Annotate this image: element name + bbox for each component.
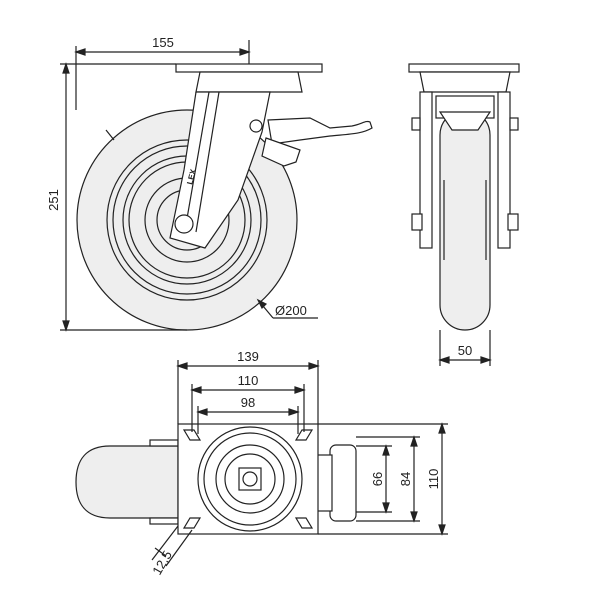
dim-hole-spacing-y-inner: 66: [370, 472, 385, 486]
front-wheel: [439, 109, 491, 331]
side-wheel-rim-outer: [106, 139, 268, 301]
side-fork: [169, 91, 271, 249]
side-top-plate: [175, 63, 323, 73]
dim-hole-spacing-short-x: 98: [241, 395, 255, 410]
top-brake-pedal: [329, 444, 357, 522]
dim-plate-width: 110: [426, 469, 441, 490]
dim-bolt-hole: 12,5: [149, 548, 175, 577]
dim-total-height: 251: [46, 189, 61, 211]
side-swivel-head: [195, 71, 303, 93]
front-fork-left: [419, 91, 433, 249]
front-view: 50: [408, 63, 520, 366]
dim-offset: 155: [152, 35, 174, 50]
dim-wheel-diameter: Ø200: [275, 303, 307, 318]
side-brake-lever: [267, 117, 373, 145]
dim-hole-spacing-short-y: 84: [398, 472, 413, 486]
side-logo: LEX: [185, 168, 198, 186]
top-kingpin-nut: [238, 467, 262, 491]
front-axle-nut-left: [411, 213, 423, 231]
top-swivel-ring-outer: [197, 426, 303, 532]
top-wheel: [75, 445, 179, 519]
side-wheel-rim-2: [112, 145, 262, 295]
side-view: LEX 251 155 Ø200: [46, 35, 373, 332]
front-swivel-head: [419, 71, 511, 93]
dim-wheel-width: 50: [458, 343, 472, 358]
front-fork-right: [497, 91, 511, 249]
top-view: 139 110 98 110 84 66: [75, 349, 448, 577]
side-brake-pedal: [261, 137, 301, 167]
side-axle-nut: [174, 214, 194, 234]
dim-hole-spacing-long: 110: [238, 373, 259, 388]
side-brake-bolt: [249, 119, 263, 133]
front-axle-nut-right: [507, 213, 519, 231]
front-top-plate: [408, 63, 520, 73]
dim-plate-length: 139: [237, 349, 259, 364]
